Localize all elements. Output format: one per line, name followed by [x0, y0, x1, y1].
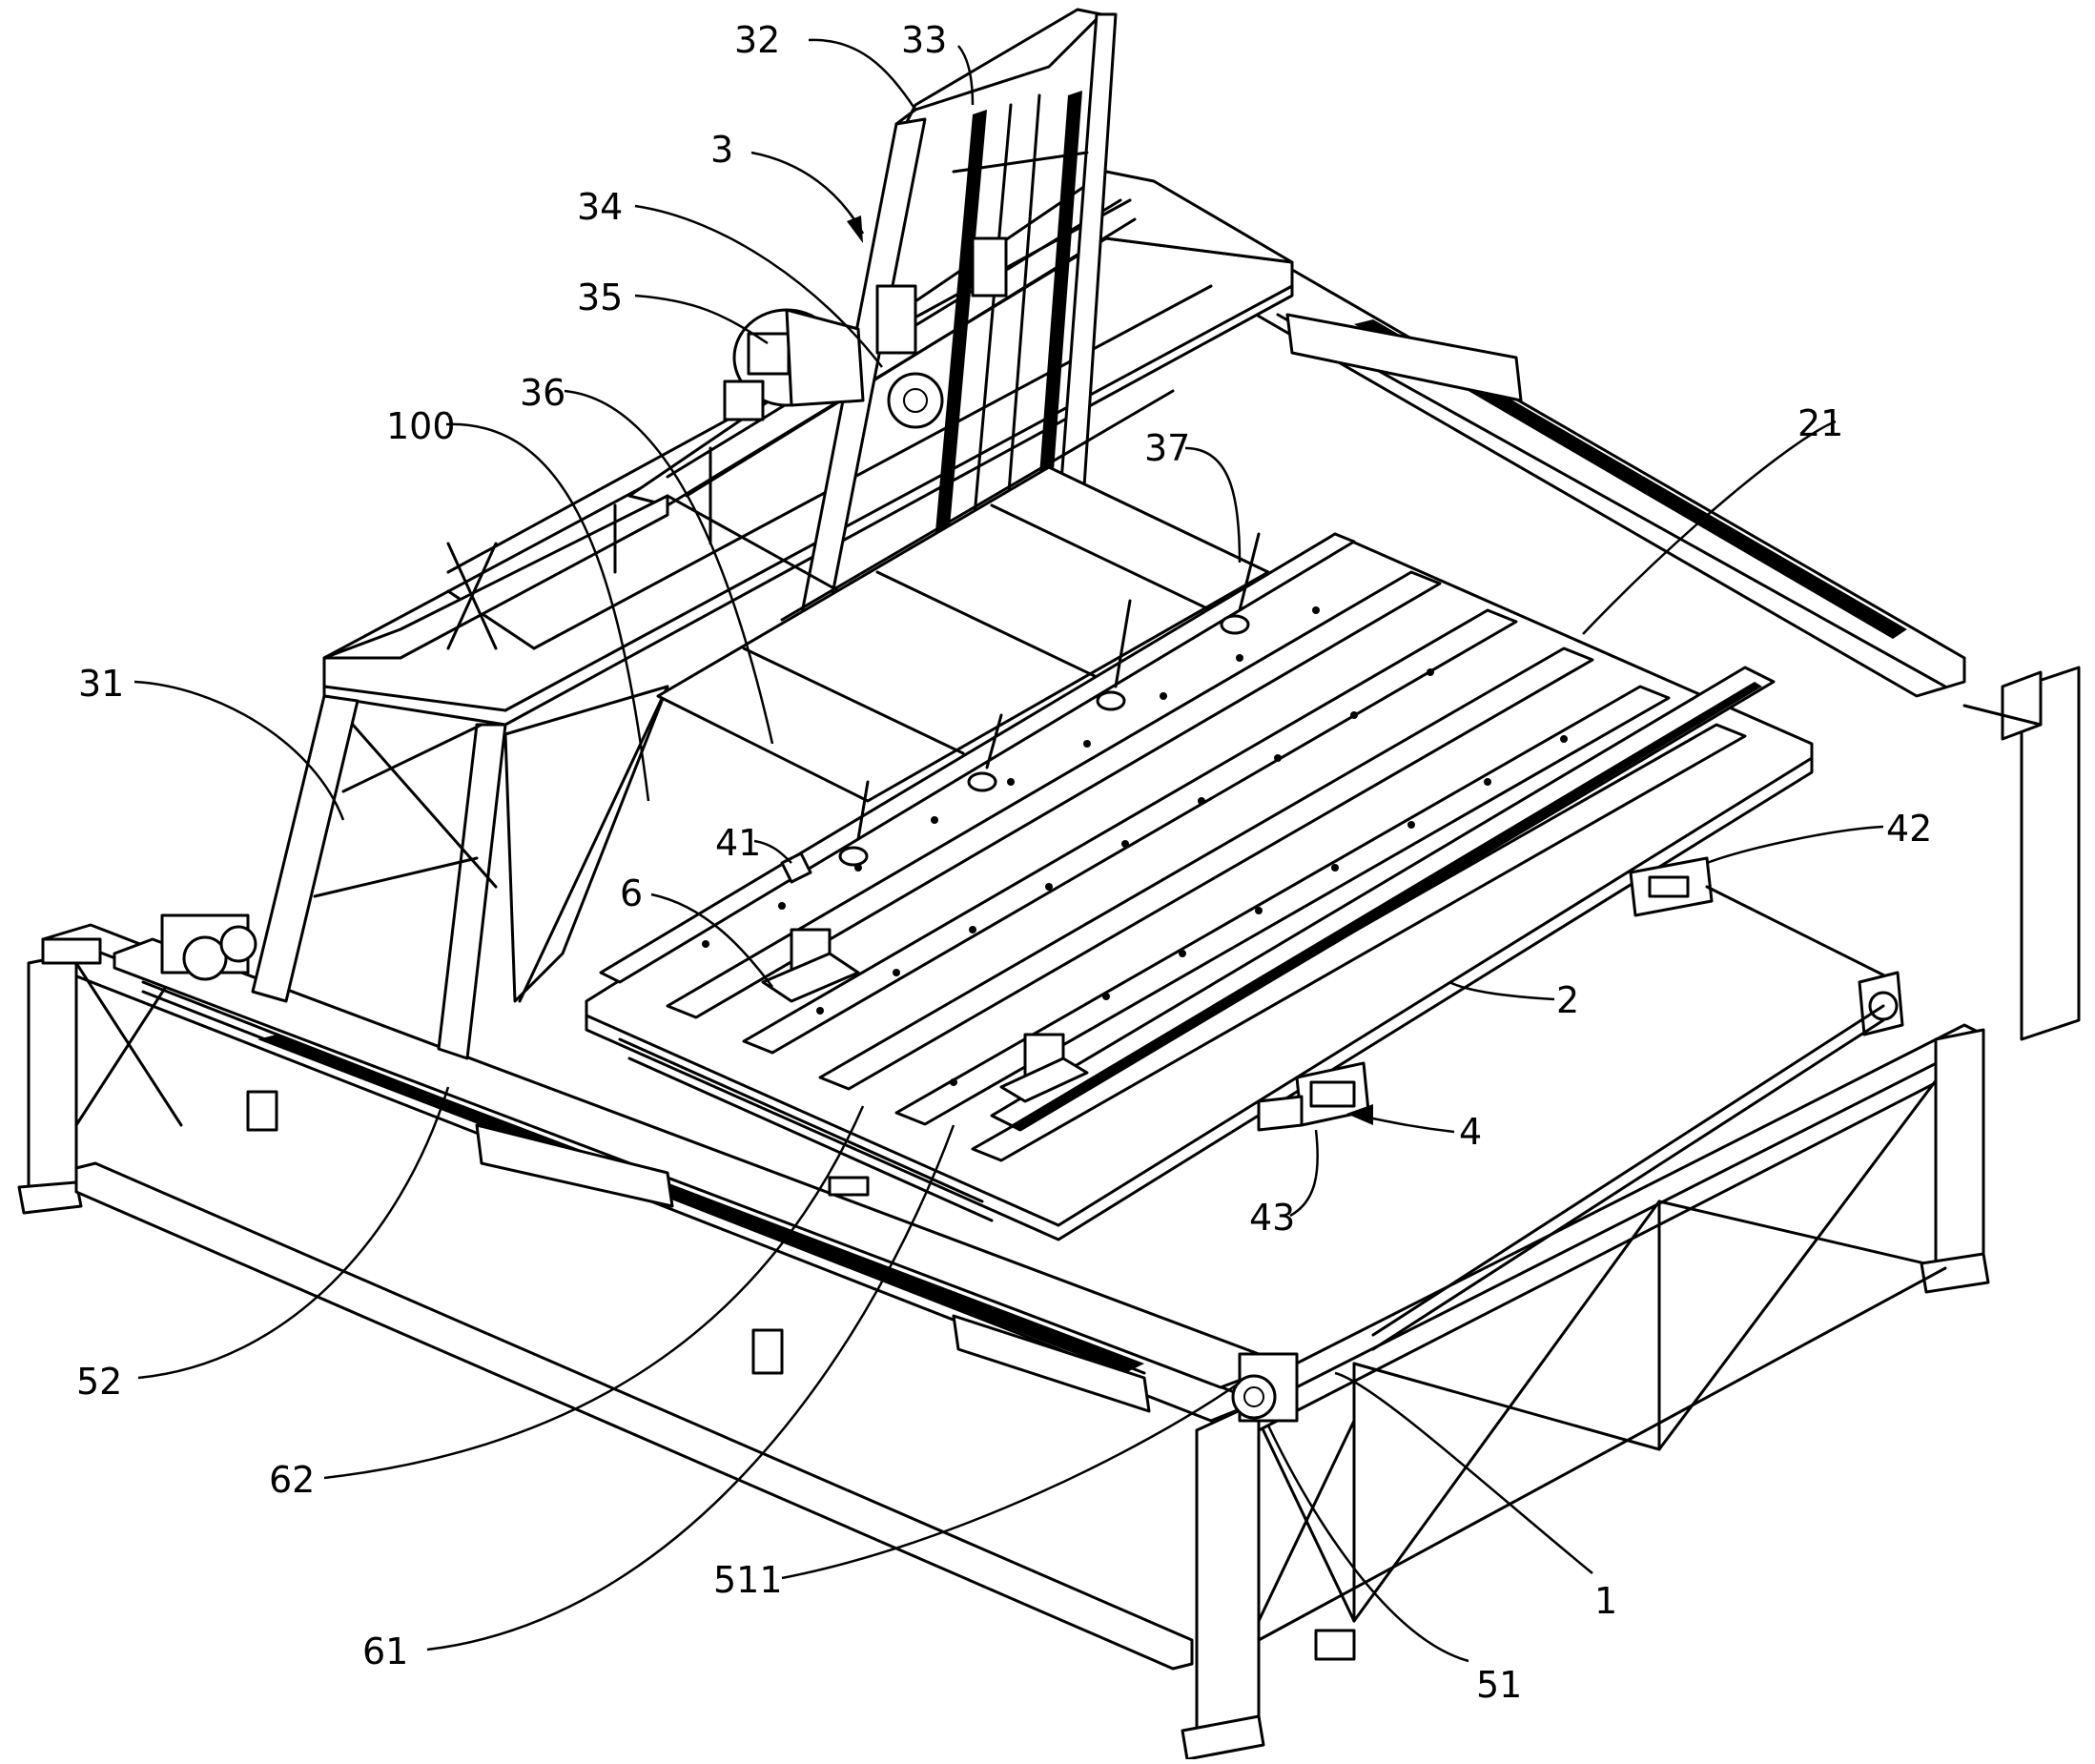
label-61: 61	[362, 1631, 408, 1672]
label-51: 51	[1476, 1664, 1522, 1706]
label-37: 37	[1144, 427, 1190, 469]
label-1: 1	[1594, 1580, 1617, 1622]
label-4: 4	[1459, 1111, 1482, 1153]
label-35: 35	[577, 277, 623, 318]
label-21: 21	[1797, 402, 1843, 444]
label-62: 62	[269, 1459, 315, 1501]
label-33: 33	[901, 19, 947, 61]
label-52: 52	[76, 1361, 122, 1403]
label-3: 3	[710, 129, 733, 171]
label-41: 41	[715, 822, 761, 864]
label-100: 100	[386, 405, 456, 447]
label-43: 43	[1249, 1197, 1295, 1239]
label-32: 32	[734, 19, 780, 61]
label-2: 2	[1556, 979, 1579, 1021]
label-31: 31	[78, 663, 124, 705]
label-34: 34	[577, 186, 623, 228]
label-36: 36	[520, 372, 565, 414]
label-42: 42	[1886, 808, 1932, 850]
label-6: 6	[620, 872, 643, 914]
label-511: 511	[713, 1559, 783, 1601]
